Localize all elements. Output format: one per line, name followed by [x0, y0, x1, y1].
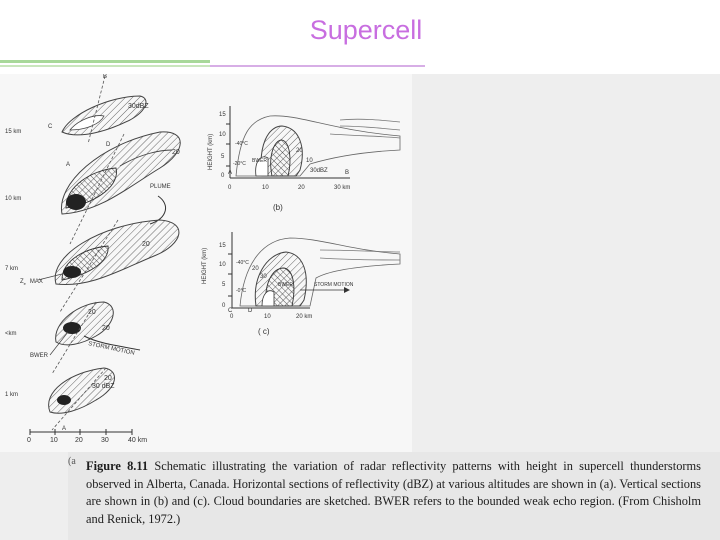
y-tick-b-10: 10 — [219, 132, 226, 138]
x-tick-b-30: 30 km — [334, 185, 350, 191]
contour-label-c-30: 30 — [260, 274, 267, 280]
height-label-15km: 15 km — [5, 129, 21, 135]
contour-label-c-20: 20 — [252, 266, 259, 272]
contour-label-b-30: 30dBZ — [310, 168, 328, 174]
dbz-label-4km-a: 20 — [102, 325, 110, 332]
x-tick-a-10: 10 — [50, 437, 58, 444]
height-label-7km: 7 km — [5, 266, 18, 272]
x-tick-c-20: 20 km — [296, 314, 312, 320]
caption-margin-mark: (a — [68, 456, 76, 467]
endpoint-b-a: A — [228, 170, 232, 176]
panel-letter-c: ( c) — [258, 327, 270, 336]
x-tick-b-20: 20 — [298, 185, 305, 191]
x-tick-a-20: 20 — [75, 437, 83, 444]
section-7km — [54, 219, 180, 313]
x-tick-c-10: 10 — [264, 314, 271, 320]
point-label-d: D — [106, 142, 111, 148]
title-rule-violet — [210, 65, 425, 67]
height-label-10km: 10 km — [5, 196, 21, 202]
dbz-label-7km: 20 — [142, 241, 150, 248]
section-15km — [61, 75, 147, 145]
height-label-4km: <km — [5, 331, 17, 337]
supercell-diagram: 15 km 10 km 7 km <km 1 km 30dBZ 20 20 20… — [5, 74, 401, 444]
endpoint-c-d: D — [248, 308, 253, 314]
x-tick-b-10: 10 — [262, 185, 269, 191]
temp-label-c-0: -0°C — [236, 288, 246, 294]
storm-motion-label-a: STORM MOTION — [88, 341, 135, 357]
endpoint-b-b: B — [345, 170, 349, 176]
temp-label-b-20: -20°C — [233, 161, 246, 167]
y-axis-label-c: HEIGHT (km) — [202, 248, 208, 284]
dbz-label-1km-b: 30 dBZ — [92, 383, 115, 390]
x-tick-a-0: 0 — [27, 437, 31, 444]
panel-c: HEIGHT (km) 15 10 5 0 0 10 20 km C D -40… — [202, 232, 401, 336]
y-tick-c-10: 10 — [219, 262, 226, 268]
storm-motion-label-c: STORM MOTION — [314, 282, 354, 288]
contour-label-b-10: 10 — [306, 158, 313, 164]
dbz-label-top: 30dBZ — [128, 103, 149, 110]
contour-label-b-20: 20 — [296, 148, 303, 154]
section-1km — [48, 367, 115, 431]
temp-label-c-40: -40°C — [236, 260, 249, 266]
bwer-label-a: BWER — [30, 353, 49, 359]
dbz-label-4km-b: 20 — [88, 309, 96, 316]
title-rule-green-secondary — [0, 65, 210, 67]
dbz-label-1km-a: 20 — [104, 375, 112, 382]
y-tick-c-0: 0 — [222, 303, 226, 309]
title-rule-green — [0, 60, 210, 63]
y-tick-b-5: 5 — [221, 154, 225, 160]
point-label-a-bottom: A — [62, 426, 66, 432]
point-label-b-top: B — [103, 74, 107, 80]
height-label-1km: 1 km — [5, 392, 18, 398]
slide-title: Supercell — [309, 15, 423, 45]
y-tick-b-0: 0 — [221, 173, 225, 179]
point-label-a-top: A — [66, 162, 70, 168]
panel-letter-b: (b) — [273, 203, 283, 212]
x-tick-c-0: 0 — [230, 314, 234, 320]
temp-label-b-40: -40°C — [235, 141, 248, 147]
bwer-label-c: BWER — [278, 282, 293, 288]
plume-label: PLUME — [150, 184, 171, 190]
section-4km — [51, 301, 141, 375]
x-tick-b-0: 0 — [228, 185, 232, 191]
figure-caption: Figure 8.11 Schematic illustrating the v… — [86, 458, 701, 528]
point-label-c: C — [48, 124, 53, 130]
figure-label: Figure 8.11 — [86, 459, 149, 473]
panel-a-scale-bar — [29, 429, 133, 435]
x-tick-a-30: 30 — [101, 437, 109, 444]
x-tick-a-40: 40 km — [128, 437, 147, 444]
y-tick-b-15: 15 — [219, 112, 226, 118]
y-tick-c-15: 15 — [219, 243, 226, 249]
panel-a: 15 km 10 km 7 km <km 1 km 30dBZ 20 20 20… — [5, 74, 181, 444]
panel-b: HEIGHT (km) 15 10 5 0 0 10 20 30 km A B … — [208, 106, 401, 212]
bwer-label-b: BWER — [252, 158, 267, 164]
y-axis-label-b: HEIGHT (km) — [208, 134, 214, 170]
section-10km — [60, 131, 181, 245]
endpoint-c-c: C — [228, 308, 233, 314]
dbz-label-10km: 20 — [172, 149, 180, 156]
y-tick-c-5: 5 — [222, 282, 226, 288]
figure-caption-text: Schematic illustrating the variation of … — [86, 459, 701, 526]
caption-background — [68, 452, 720, 540]
